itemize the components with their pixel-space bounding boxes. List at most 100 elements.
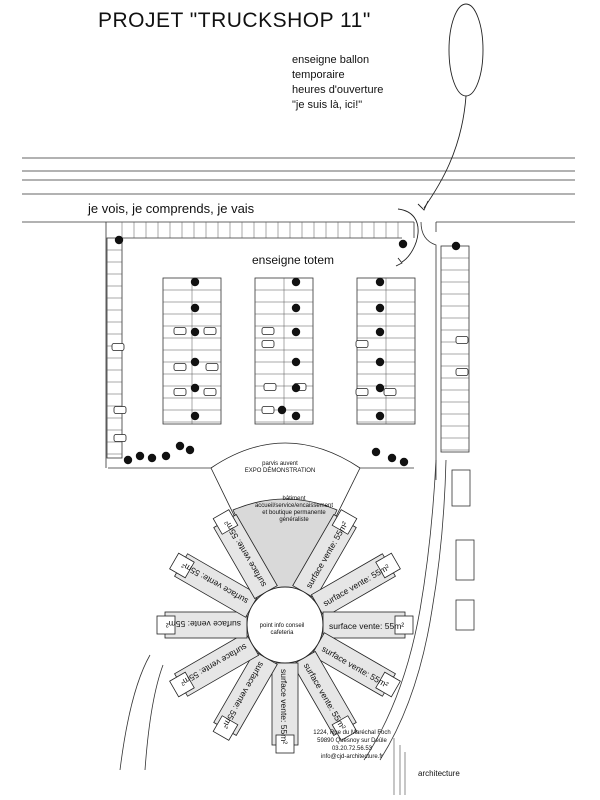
- address-line: 03.20.72.56.53: [331, 746, 373, 752]
- car-icon: [355, 340, 369, 348]
- balloon-notes: enseigne ballon temporaire heures d'ouve…: [292, 53, 383, 113]
- building-label: bâtiment accueil/service/encaissement et…: [244, 496, 344, 524]
- tree-icon: [398, 239, 408, 249]
- address-line: 59890 Quesnoy sur Deûle: [317, 738, 387, 744]
- car-icon: [203, 388, 217, 396]
- central-kiosk: [246, 586, 324, 664]
- tree-icon: [375, 327, 385, 337]
- tree-icon: [375, 357, 385, 367]
- address-line: info@cjd-architecture.fr: [320, 754, 384, 760]
- tree-icon: [371, 447, 381, 457]
- truck-cab-icon: [375, 552, 401, 579]
- truck-cab-icon: [331, 715, 358, 741]
- truck-cab-icon: [156, 615, 176, 635]
- car-icon: [455, 336, 469, 344]
- tree-icon: [190, 411, 200, 421]
- tree-icon: [135, 451, 145, 461]
- parvis-label: parvis auvent EXPO DÉMONSTRATION: [240, 461, 320, 475]
- sales-bay-label: surface vente: 55m²: [279, 669, 289, 744]
- car-icon: [261, 406, 275, 414]
- tree-icon: [277, 405, 287, 415]
- sales-bay-label: surface vente: 55m²: [166, 619, 241, 629]
- tree-icon: [375, 277, 385, 287]
- car-icon: [173, 363, 187, 371]
- building-line: généraliste: [279, 517, 309, 523]
- truck-cab-icon: [212, 509, 239, 535]
- tree-icon: [190, 327, 200, 337]
- tree-icon: [375, 303, 385, 313]
- truck-cab-icon: [375, 671, 401, 698]
- car-icon: [111, 343, 125, 351]
- address-line: 1224, Rue du Maréchal Foch: [313, 730, 391, 736]
- sales-bays: surface vente: 55m² surface vente: 55m² su…: [156, 509, 414, 754]
- truck-cab-icon: [212, 715, 239, 741]
- studio-label: architecture: [418, 769, 460, 778]
- car-icon: [383, 388, 397, 396]
- tree-icon: [161, 451, 171, 461]
- parking-stalls: [107, 222, 469, 455]
- note-line: temporaire: [292, 69, 345, 81]
- truck-cab-icon: [169, 552, 195, 579]
- car-icon: [205, 363, 219, 371]
- note-line: "je suis là, ici!": [292, 99, 363, 111]
- car-icon: [261, 327, 275, 335]
- access-road: [119, 459, 475, 771]
- tree-icon: [175, 441, 185, 451]
- tree-icon: [190, 277, 200, 287]
- address-block: 1224, Rue du Maréchal Foch 59890 Quesnoy…: [312, 729, 392, 761]
- project-title: PROJET "TRUCKSHOP 11": [98, 9, 371, 32]
- truck-cab-icon: [275, 734, 295, 754]
- footer-marks: [393, 738, 406, 795]
- tree-icon: [291, 411, 301, 421]
- parvis-line: EXPO DÉMONSTRATION: [244, 468, 316, 474]
- tree-icon: [147, 453, 157, 463]
- road-label: je vois, je comprends, je vais: [88, 201, 255, 216]
- sales-bay-label: surface vente: 55m²: [329, 621, 404, 631]
- bay-block: [322, 611, 406, 639]
- car-icon: [455, 368, 469, 376]
- tree-icon: [190, 383, 200, 393]
- tree-icon: [375, 411, 385, 421]
- car-icon: [173, 327, 187, 335]
- building-line: bâtiment: [282, 496, 306, 502]
- tree-icon: [190, 303, 200, 313]
- tree-icon: [291, 277, 301, 287]
- car-icon: [113, 434, 127, 442]
- trees: [114, 235, 461, 467]
- center-line: point info conseil: [259, 623, 305, 629]
- tree-icon: [291, 303, 301, 313]
- tree-icon: [399, 457, 409, 467]
- car-icon: [261, 340, 275, 348]
- truck-cab-icon: [394, 615, 414, 635]
- totem-label: enseigne totem: [252, 253, 335, 267]
- tree-icon: [375, 383, 385, 393]
- building-line: accueil/service/encaissement: [254, 503, 334, 509]
- tree-icon: [451, 241, 461, 251]
- center-label: point info conseil cafeteria: [252, 623, 312, 637]
- tree-icon: [291, 327, 301, 337]
- building-line: et boutique permanente: [262, 510, 326, 516]
- car-icon: [355, 388, 369, 396]
- note-line: heures d'ouverture: [292, 84, 384, 96]
- tree-icon: [291, 383, 301, 393]
- tree-icon: [291, 357, 301, 367]
- tree-icon: [185, 445, 195, 455]
- tree-icon: [123, 455, 133, 465]
- car-icon: [113, 406, 127, 414]
- parvis-line: parvis auvent: [262, 461, 298, 467]
- sales-bay: surface vente: 55m²: [156, 611, 248, 639]
- car-icon: [263, 383, 277, 391]
- bay-block: [164, 611, 248, 639]
- truck-cab-icon: [331, 509, 358, 535]
- sales-bay: surface vente: 55m²: [271, 662, 299, 754]
- note-line: enseigne ballon: [292, 54, 370, 66]
- center-line: cafeteria: [270, 630, 294, 636]
- truck-cab-icon: [169, 671, 195, 698]
- sales-bay: surface vente: 55m²: [322, 611, 414, 639]
- tree-icon: [387, 453, 397, 463]
- parked-cars: [111, 327, 469, 442]
- car-icon: [173, 388, 187, 396]
- balloon-sign: [395, 3, 484, 267]
- tree-icon: [190, 357, 200, 367]
